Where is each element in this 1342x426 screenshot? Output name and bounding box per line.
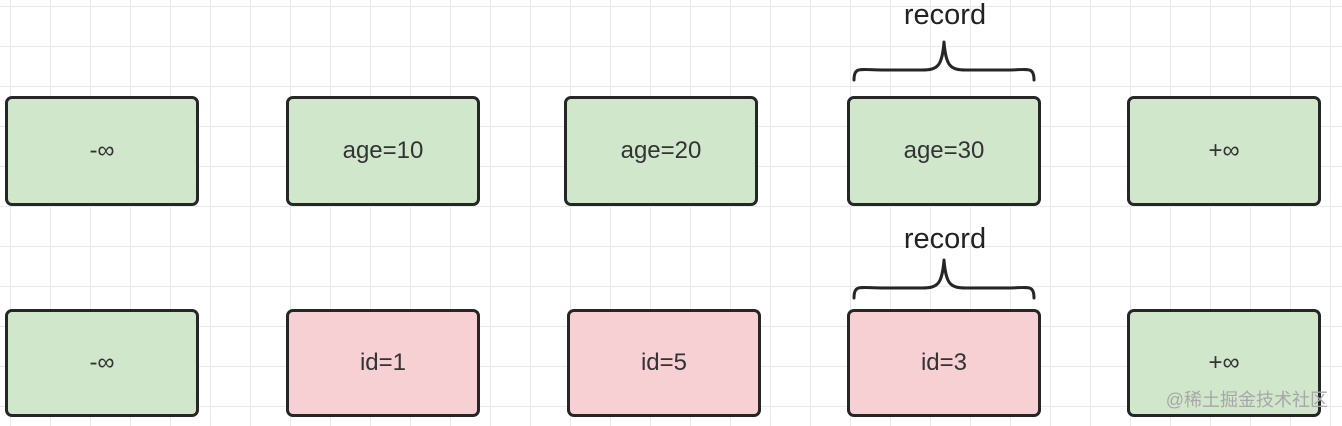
node-id-5: id=5	[567, 309, 761, 417]
node-age-10: age=10	[286, 96, 480, 206]
node-pos-infinity-bottom: +∞	[1127, 309, 1321, 417]
node-age-20: age=20	[564, 96, 758, 206]
node-id-1: id=1	[286, 309, 480, 417]
node-age-30: age=30	[847, 96, 1041, 206]
node-neg-infinity-top: -∞	[5, 96, 199, 206]
watermark: @稀土掘金技术社区	[1165, 390, 1328, 410]
record-label-top: record	[903, 0, 987, 31]
brace-icon-bottom	[852, 258, 1036, 300]
record-label-bottom: record	[903, 223, 987, 255]
node-neg-infinity-bottom: -∞	[5, 309, 199, 417]
node-id-3: id=3	[847, 309, 1041, 417]
brace-icon-top	[852, 40, 1036, 82]
node-pos-infinity-top: +∞	[1127, 96, 1321, 206]
